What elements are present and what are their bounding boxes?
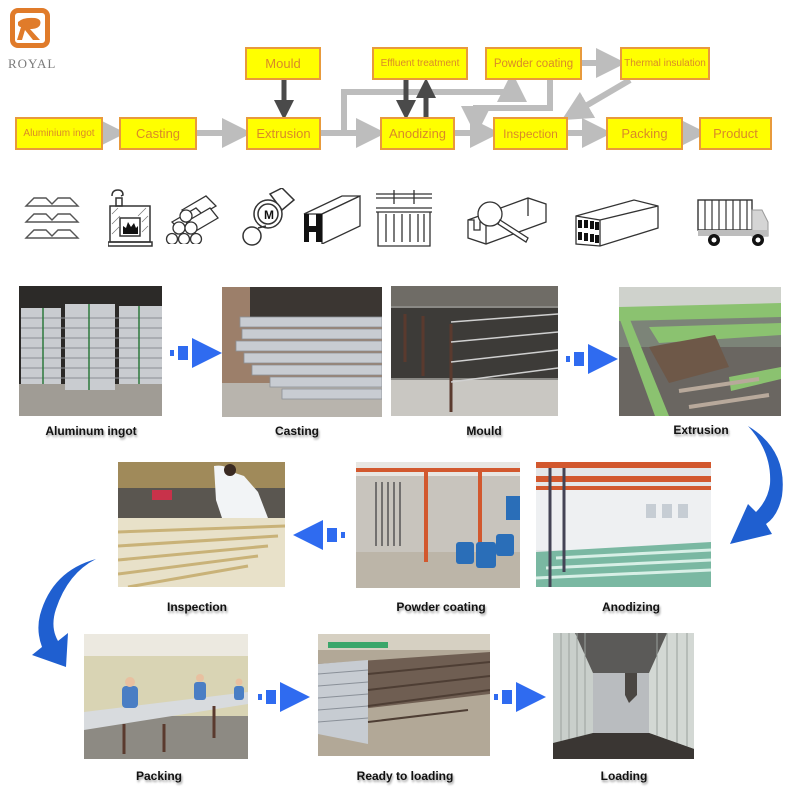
royal-logo-mark-icon xyxy=(10,8,50,48)
photo-anodizing xyxy=(536,462,711,587)
step-arrow-mould-to-extrusion xyxy=(566,344,618,374)
photo-powder-coating xyxy=(356,462,520,588)
step-arrow-ready-to-loading xyxy=(494,682,546,712)
flow-box-thermal-insulation: Thermal insulation xyxy=(620,47,710,80)
arrow-thermal-to-inspection xyxy=(561,77,632,121)
square-tube-bundle-icon xyxy=(575,199,659,247)
photo-loading xyxy=(553,633,694,759)
caption-powder-coating: Powder coating xyxy=(396,600,486,614)
h-profile-icon xyxy=(303,194,361,244)
flow-box-inspection: Inspection xyxy=(493,117,568,150)
extrusion-die-icon: M xyxy=(242,188,296,246)
photo-extrusion xyxy=(619,287,781,416)
royal-logo: ROYAL xyxy=(8,8,56,71)
billet-pile-icon xyxy=(165,195,219,244)
caption-inspection: Inspection xyxy=(166,600,228,614)
brand-name: ROYAL xyxy=(8,56,57,71)
svg-text:M: M xyxy=(264,208,274,222)
process-flowchart: Aluminium ingot Casting Mould Extrusion … xyxy=(0,0,800,170)
step-arrow-powder-to-inspection xyxy=(293,520,345,550)
step-arrow-ingot-to-casting xyxy=(170,338,222,368)
caption-ready-to-loading: Ready to loading xyxy=(356,769,454,783)
photo-casting xyxy=(222,287,382,417)
truck-icon xyxy=(697,199,769,246)
photo-inspection xyxy=(118,462,285,587)
anodizing-tank-icon xyxy=(376,190,432,247)
photo-ready-to-loading xyxy=(318,634,490,756)
flow-box-mould: Mould xyxy=(245,47,321,80)
caption-extrusion: Extrusion xyxy=(673,423,729,437)
flow-box-extrusion: Extrusion xyxy=(246,117,321,150)
ingot-stack-icon xyxy=(24,197,80,239)
curve-arrow-inspection-to-packing xyxy=(32,559,96,667)
photo-aluminum-ingot xyxy=(19,286,162,416)
caption-aluminum-ingot: Aluminum ingot xyxy=(45,424,137,438)
photo-packing xyxy=(84,634,248,759)
inspection-magnifier-icon xyxy=(467,197,547,245)
flow-box-anodizing: Anodizing xyxy=(380,117,455,150)
furnace-icon xyxy=(108,189,153,247)
flow-box-casting: Casting xyxy=(119,117,197,150)
photo-mould xyxy=(391,286,558,416)
caption-mould: Mould xyxy=(466,424,502,438)
flow-box-powder-coating: Powder coating xyxy=(485,47,582,80)
flow-box-aluminium-ingot: Aluminium ingot xyxy=(15,117,103,150)
caption-packing: Packing xyxy=(135,769,183,783)
arrow-powder-coating-to-inspection xyxy=(461,80,553,136)
caption-loading: Loading xyxy=(600,769,648,783)
curve-arrow-extrusion-to-anodizing xyxy=(730,426,783,544)
flow-box-packing: Packing xyxy=(606,117,683,150)
flowchart-connectors xyxy=(96,48,707,148)
caption-anodizing: Anodizing xyxy=(602,600,660,614)
flow-box-product: Product xyxy=(699,117,772,150)
flow-box-effluent-treatment: Effluent treatment xyxy=(372,47,468,80)
step-arrow-packing-to-ready xyxy=(258,682,310,712)
caption-casting: Casting xyxy=(274,424,320,438)
